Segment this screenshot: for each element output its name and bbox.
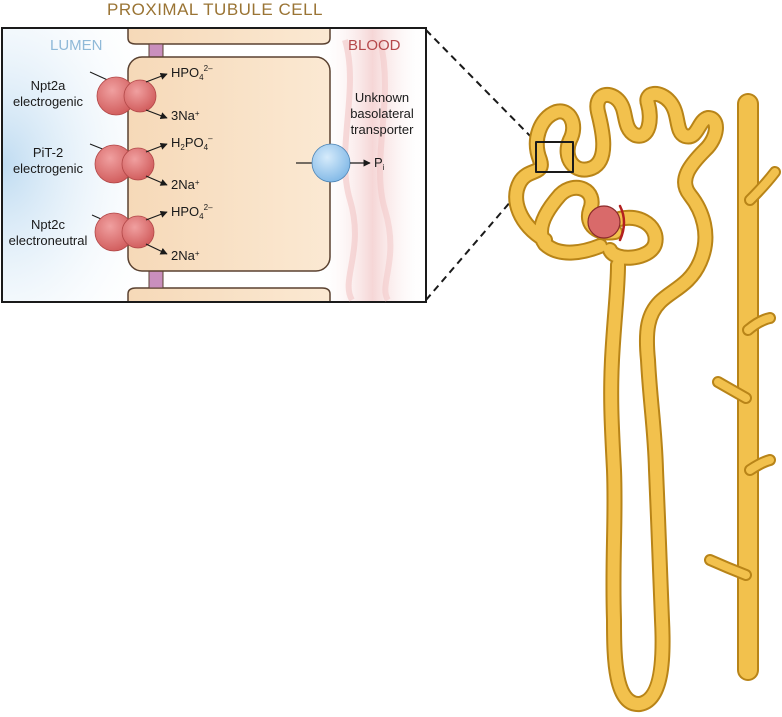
transporter-npt2a <box>89 71 168 120</box>
npt2a-label: Npt2a electrogenic <box>12 78 84 109</box>
inset-panel <box>1 27 427 303</box>
transporter-npt2c <box>91 210 168 255</box>
npt2c-anion: HPO42– <box>171 203 213 221</box>
callout-line-top <box>425 29 537 143</box>
tight-junction-bottom <box>148 270 164 289</box>
transporter-pit2 <box>89 142 168 186</box>
basolateral-transporter <box>296 143 371 183</box>
callout-line-bottom <box>425 171 537 301</box>
basolateral-label: Unknown basolateral transporter <box>350 90 414 137</box>
pit2-cation: 2Na+ <box>171 177 200 192</box>
lower-neighbor-cell <box>127 287 331 301</box>
npt2a-cation: 3Na+ <box>171 108 200 123</box>
pit2-anion: H2PO4– <box>171 134 213 152</box>
lumen-label: LUMEN <box>50 37 103 54</box>
proximal-tubule-cell <box>127 56 331 272</box>
pit2-label: PiT-2 electrogenic <box>12 145 84 176</box>
npt2a-anion: HPO42– <box>171 64 213 82</box>
nephron <box>508 86 781 712</box>
pi-product: Pi <box>374 155 385 172</box>
npt2c-label: Npt2c electroneutral <box>8 217 88 248</box>
glomerulus <box>587 204 626 242</box>
upper-neighbor-cell <box>127 29 331 45</box>
tight-junction-top <box>148 43 164 58</box>
collecting-duct <box>704 93 781 681</box>
zoom-region-box <box>535 141 574 173</box>
inset-title: PROXIMAL TUBULE CELL <box>107 0 323 19</box>
npt2c-cation: 2Na+ <box>171 248 200 263</box>
blood-label: BLOOD <box>348 37 401 54</box>
